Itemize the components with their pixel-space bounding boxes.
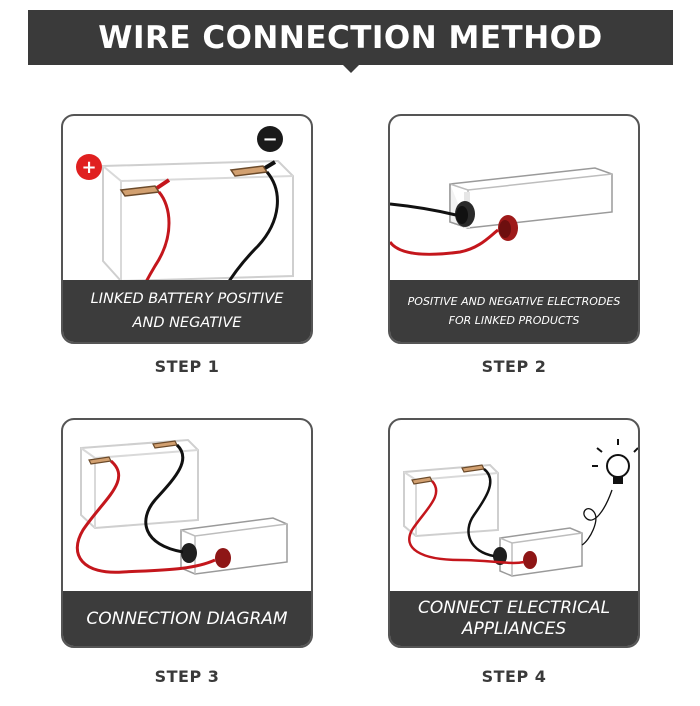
step-4-caption-line-2: APPLIANCES (461, 618, 567, 639)
step-1-panel: + − LINKED BATTERY POSITIVE AND NEGATIVE (61, 114, 313, 344)
step-1-caption: LINKED BATTERY POSITIVE AND NEGATIVE (63, 280, 311, 342)
step-4-panel: CONNECT ELECTRICAL APPLIANCES (388, 418, 640, 648)
black-terminal-icon (493, 547, 507, 565)
step-2-caption-line-2: FOR LINKED PRODUCTS (448, 314, 580, 327)
light-bulb-icon (592, 439, 638, 484)
device-terminals-illustration (390, 167, 613, 256)
step-2-label: STEP 2 (481, 357, 547, 376)
red-terminal-icon (215, 548, 231, 568)
step-1-label: STEP 1 (154, 357, 220, 376)
step-4-caption-line-1: CONNECT ELECTRICAL (417, 597, 611, 618)
black-terminal-icon (181, 543, 197, 563)
red-terminal-icon (498, 215, 518, 241)
step-3-panel: CONNECTION DIAGRAM (61, 418, 313, 648)
black-terminal-icon (455, 201, 475, 227)
step-4-caption: CONNECT ELECTRICAL APPLIANCES (390, 591, 638, 646)
step-4-label: STEP 4 (481, 667, 547, 686)
step-3-caption-line-1: CONNECTION DIAGRAM (86, 608, 288, 629)
red-clamp-icon (411, 476, 433, 485)
step-2-panel: POSITIVE AND NEGATIVE ELECTRODES FOR LIN… (388, 114, 640, 344)
step-2-caption: POSITIVE AND NEGATIVE ELECTRODES FOR LIN… (390, 280, 638, 342)
negative-icon (257, 126, 283, 152)
step-2-caption-line-1: POSITIVE AND NEGATIVE ELECTRODES (407, 295, 621, 308)
connection-diagram-illustration (75, 438, 288, 575)
positive-icon (76, 154, 102, 180)
header-banner: WIRE CONNECTION METHOD (28, 10, 673, 65)
red-clamp-icon (88, 456, 112, 465)
step-3-caption: CONNECTION DIAGRAM (63, 591, 311, 646)
page-title: WIRE CONNECTION METHOD (98, 20, 603, 56)
red-terminal-icon (523, 551, 537, 569)
step-1-caption-line-1: LINKED BATTERY POSITIVE (90, 291, 284, 307)
positive-symbol: + (81, 157, 96, 178)
step-1-caption-line-2: AND NEGATIVE (132, 315, 242, 331)
negative-symbol: − (262, 129, 277, 150)
appliance-connection-illustration (403, 439, 638, 577)
banner-pointer (342, 64, 360, 73)
step-3-label: STEP 3 (154, 667, 220, 686)
